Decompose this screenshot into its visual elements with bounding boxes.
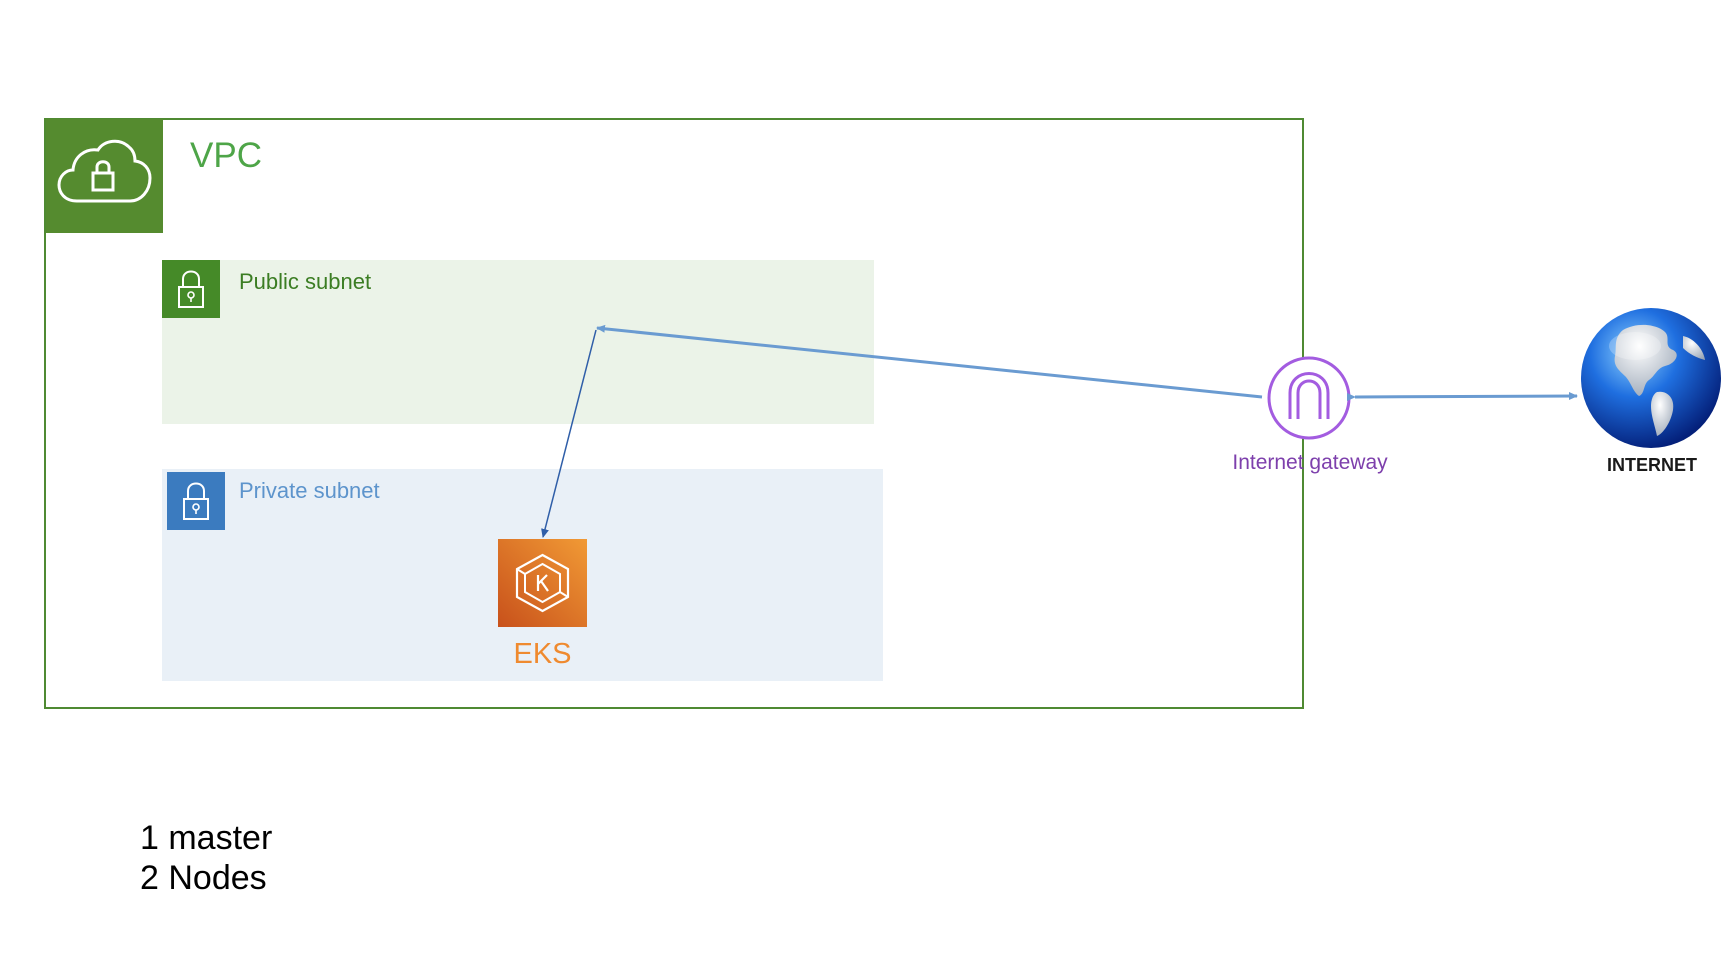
kubernetes-icon — [498, 539, 587, 627]
public-subnet-lock-icon — [162, 260, 220, 318]
private-subnet-label: Private subnet — [239, 478, 380, 503]
vpc-cloud-lock-icon — [46, 119, 163, 233]
vpc-label: VPC — [190, 136, 262, 175]
note-nodes: 2 Nodes — [140, 859, 267, 897]
private-subnet-lock-icon — [167, 472, 225, 530]
gateway-arch-icon — [1266, 355, 1352, 441]
eks-label: EKS — [513, 638, 572, 670]
internet-gateway-label: Internet gateway — [1232, 451, 1388, 474]
note-master: 1 master — [140, 819, 273, 857]
gateway-to-internet-arrow — [1346, 392, 1578, 402]
globe-icon — [1579, 306, 1723, 450]
internet-label: INTERNET — [1607, 455, 1697, 475]
public-subnet-label: Public subnet — [239, 269, 372, 294]
cluster-notes: 1 master 2 Nodes — [140, 818, 272, 898]
